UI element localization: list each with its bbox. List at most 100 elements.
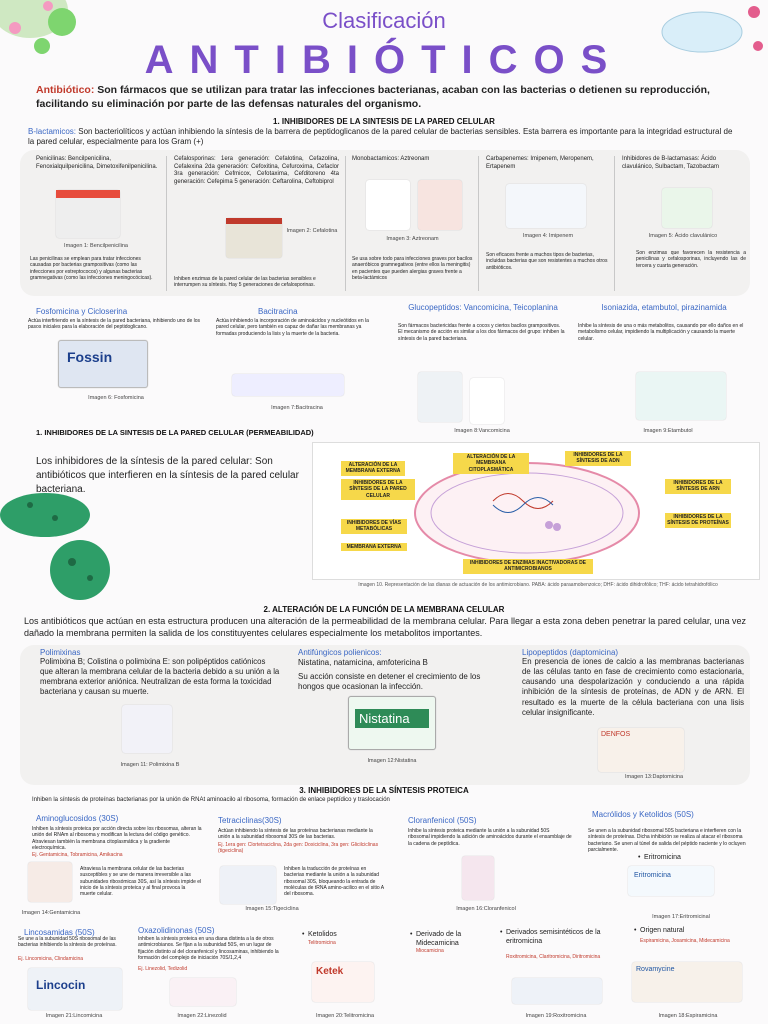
intro-label: Antibiótico: — [36, 84, 95, 96]
diagram-caption: Imagen 10. Representación de las dianas … — [358, 582, 718, 588]
bacitracina-image — [232, 374, 344, 396]
lincomicina-caption: Imagen 21:Lincomicina — [45, 1013, 103, 1019]
inhibidores-blactamasas-text: Son enzimas que favorecen la resistencia… — [636, 250, 746, 269]
oxazolidinonas-examples: Ej. Linezolid, Tedizolid — [138, 966, 188, 972]
aztreonam-caption: Imagen 3: Aztreonam — [386, 236, 439, 242]
diagram-box-pared-celular: INHIBIDORES DE LA SÍNTESIS DE LA PARED C… — [341, 479, 415, 500]
gentamicina-caption: Imagen 14:Gentamicina — [21, 910, 81, 916]
imipenem-caption: Imagen 4: Imipenem — [522, 233, 574, 239]
page-subtitle: Clasificación — [322, 8, 446, 33]
linezolid-caption: Imagen 22:Linezolid — [177, 1013, 227, 1019]
tetraciclinas-examples: Ej. 1era gen: Clortetraciclina, 2da gen:… — [218, 842, 379, 855]
etambutol-image — [636, 372, 726, 420]
origen-natural-item: Origen natural — [634, 926, 744, 935]
monobactamicos-list: Monobactamicos: Aztreonam — [352, 156, 430, 162]
linezolid-image — [170, 978, 236, 1006]
intro-paragraph: Antibiótico: Son fármacos que se utiliza… — [36, 84, 736, 111]
aminoglucosidos-text2: Atraviesa la membrana celular de las bac… — [80, 866, 202, 897]
diagram-box-sintesis-adn: INHIBIDORES DE LA SÍNTESIS DE ADN — [565, 451, 631, 466]
diagram-box-vias-metabolicas: INHIBIDORES DE VÍAS METABÓLICAS — [341, 519, 407, 534]
section2-text: Los antibióticos que actúan en esta estr… — [24, 616, 746, 638]
nistatina-brand: Nistatina — [355, 709, 429, 728]
oxazolidinonas-title: Oxazolidinonas (50S) — [138, 926, 215, 935]
daptomicina-caption: Imagen 13:Daptomicina — [624, 774, 684, 780]
penicilinas-list: Penicilinas: Bencilpenicilina, Fenoxialq… — [36, 156, 158, 170]
penicilinas-text: Las penicilinas se emplean para tratar i… — [30, 256, 153, 281]
cloranfenicol-title: Cloranfenicol (50S) — [408, 816, 477, 825]
macrolidos-title: Macrólidos y Ketolidos (50S) — [592, 810, 694, 819]
midecamicina-example: Miocamicina — [416, 948, 444, 954]
polimixina-image — [122, 705, 172, 753]
lincosamidas-text: Se une a la subunidad 50S ribosomal de l… — [18, 936, 117, 949]
imipenem-image — [506, 184, 586, 228]
cefalotina-image — [226, 218, 282, 258]
polimixina-caption: Imagen 11: Polimixina B — [120, 762, 180, 768]
cefalosporinas-text: Inhiben enzimas de la pared celular de l… — [174, 276, 316, 289]
gentamicina-image — [28, 862, 72, 902]
section2-heading: 2. ALTERACIÓN DE LA FUNCIÓN DE LA MEMBRA… — [263, 605, 505, 614]
permeabilidad-text: Los inhibidores de la síntesis de la par… — [36, 456, 299, 495]
lincocin-brand: Lincocin — [36, 978, 86, 992]
roxitromicina-caption: Imagen 19:Roxitromicina — [525, 1013, 587, 1019]
petri-dish-decor-topright — [640, 0, 768, 70]
lincosamidas-title: Lincosamidas (50S) — [24, 928, 95, 937]
isoniazida-text: Inhibe la síntesis de una o más metaboli… — [578, 323, 744, 342]
antifungicos-text: Su acción consiste en detener el crecimi… — [298, 672, 481, 692]
antifungicos-list: Nistatina, natamicina, amfotericina B — [298, 658, 428, 667]
lipopeptidos-title: Lipopeptidos (daptomicina) — [522, 648, 619, 657]
aztreonam-vial-1 — [366, 180, 410, 230]
derivados-eritromicina-examples: Roxitromicina, Claritromicina, Diritromi… — [506, 954, 601, 960]
tigeciclina-image — [220, 866, 276, 904]
etambutol-caption: Imagen 9:Etambutol — [643, 428, 693, 434]
daptomicina-image: DENFOS — [598, 728, 684, 772]
polimixinas-text: Polimixina B; Colistina o polimixina E: … — [40, 657, 280, 697]
nistatina-caption: Imagen 12:Nistatina — [367, 758, 417, 764]
cloranfenicol-text: Inhibe la síntesis proteica mediante la … — [408, 828, 572, 847]
aminoglucosidos-text: Inhiben la síntesis proteica por acción … — [32, 826, 202, 851]
telitromicina-caption: Imagen 20:Telitromicina — [315, 1013, 375, 1019]
espiramicina-caption: Imagen 18:Espiramicina — [658, 1013, 718, 1019]
diagram-box-sintesis-arn: INHIBIDORES DE LA SÍNTESIS DE ARN — [665, 479, 731, 494]
vancomicina-caption: Imagen 8:Vancomicina — [454, 428, 510, 434]
eritromicina-brand: Eritromicina — [634, 872, 671, 879]
cefalosporinas-list: Cefalosporinas: 1era generación: Cefalot… — [174, 156, 339, 185]
clavulanico-image — [662, 188, 712, 228]
inhibidores-blactamasas-list: Inhibidores de B-lactamasas: Ácido clavu… — [622, 156, 719, 170]
midecamicina-item: Derivado de la Midecamicina — [410, 930, 490, 948]
carbapenemes-text: Son eficaces frente a muchos tipos de ba… — [486, 252, 608, 271]
page-title: ANTIBIÓTICOS — [144, 38, 624, 82]
antifungicos-title: Antifúngicos polienicos: — [298, 648, 382, 657]
penicilina-image — [56, 190, 120, 238]
fosfomicina-caption: Imagen 6: Fosfomicina — [88, 395, 144, 401]
permeabilidad-heading: 1. INHIBIDORES DE LA SINTESIS DE LA PARE… — [36, 428, 314, 437]
beta-label: B-lactamicos: — [28, 127, 77, 136]
vancomicina-box-image — [418, 372, 462, 422]
bacteria-illustration — [0, 490, 130, 610]
fosfomicina-text: Actúa interfiriendo en la síntesis de la… — [28, 318, 201, 331]
origen-natural-examples: Espiramicina, Josamicina, Midecamicina — [640, 938, 730, 944]
rovamycine-image: Rovamycine — [632, 962, 742, 1002]
section3-heading: 3. INHIBIDORES DE LA SÍNTESIS PROTEICA — [299, 786, 469, 795]
glucopeptidos-title: Glucopeptidos: Vancomicina, Teicoplanina — [408, 303, 558, 312]
diagram-box-membrana-externa: MEMBRANA EXTERNA — [341, 543, 407, 552]
lipopeptidos-text: En presencia de iones de calcio a las me… — [522, 657, 744, 717]
fossin-image: Fossin — [58, 340, 148, 388]
lincosamidas-examples: Ej. Lincomicina, Clindamicina — [18, 956, 84, 962]
beta-text: Son bacteriolíticos y actúan inhibiendo … — [28, 127, 733, 147]
macrolidos-text: Se unen a la subunidad ribosomal 50S bac… — [588, 828, 746, 853]
bacitracina-text: Actúa inhibiendo la incorporación de ami… — [216, 318, 369, 337]
carbapenemes-list: Carbapenemes: Imipenem, Meropenem, Ertap… — [486, 156, 594, 170]
cefalotina-caption: Imagen 2: Cefalotina — [286, 228, 338, 234]
bacteria-decor-topleft — [0, 0, 110, 70]
aminoglucosidos-title: Aminoglucosidos (30S) — [36, 814, 119, 823]
bacitracina-caption: Imagen 7:Bacitracina — [271, 405, 323, 411]
diagram-box-alteracion-citoplasmatica: ALTERACIÓN DE LA MEMBRANA CITOPLASMÁTICA — [453, 453, 529, 474]
polimixinas-title: Polimixinas — [40, 648, 81, 657]
daptomicina-brand: DENFOS — [601, 731, 631, 738]
nistatina-image: Nistatina — [348, 696, 436, 750]
clavulanico-caption: Imagen 5: Ácido clavulánico — [648, 233, 718, 239]
ketolidos-example: Telitromicina — [308, 940, 336, 946]
ketek-brand: Ketek — [316, 966, 344, 977]
eritromicina-image: Eritromicina — [628, 866, 714, 896]
diagram-box-alteracion-externa: ALTERACIÓN DE LA MEMBRANA EXTERNA — [341, 461, 405, 476]
